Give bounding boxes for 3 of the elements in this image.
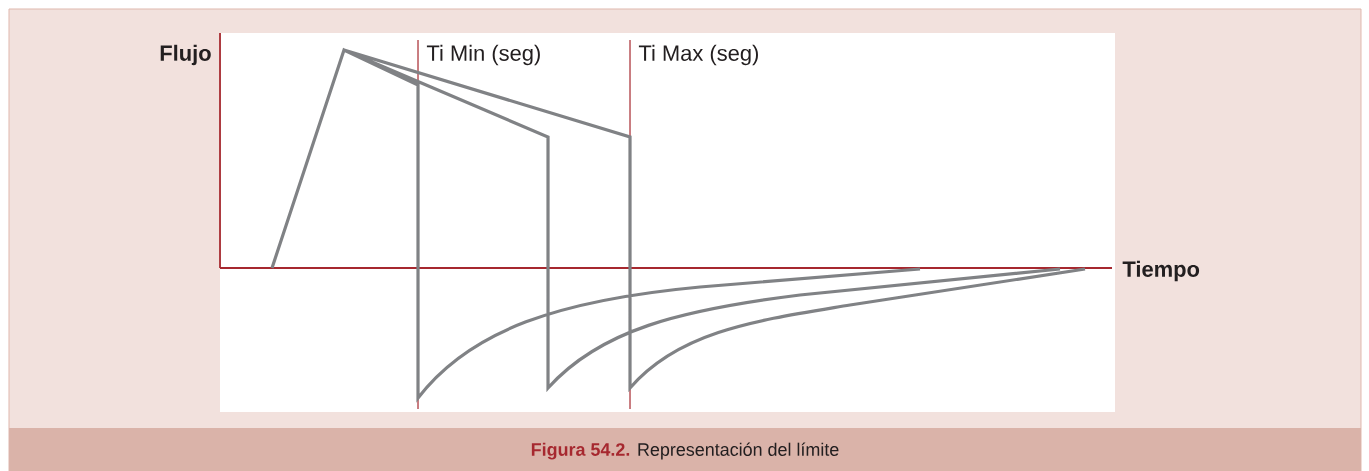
- axis-label: Flujo: [160, 44, 211, 66]
- figure-caption: Figura 54.2. Representación del límite: [531, 442, 839, 460]
- axis-label: Tiempo: [1122, 260, 1200, 282]
